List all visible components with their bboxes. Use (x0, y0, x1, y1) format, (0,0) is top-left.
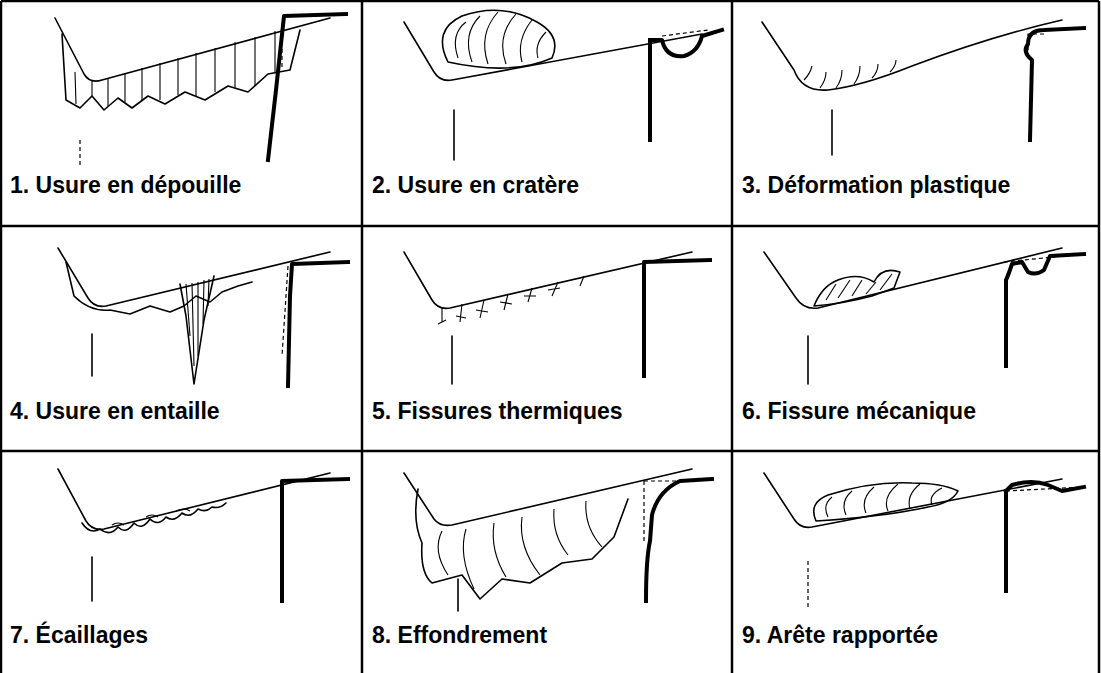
cell-label: 4. Usure en entaille (8, 398, 222, 424)
cell-label: 9. Arête rapportée (740, 622, 940, 648)
cell-label: 6. Fissure mécanique (740, 398, 978, 424)
crater-wear-figure (404, 10, 722, 160)
collapse-figure (404, 469, 712, 611)
cell-label: 7. Écaillages (8, 622, 150, 648)
flaking-figure (58, 469, 348, 601)
mechanical-crack-figure (764, 248, 1084, 384)
cell-label: 3. Déformation plastique (740, 172, 1012, 198)
notch-wear-figure (58, 248, 348, 386)
cell-label: 2. Usure en cratère (370, 172, 581, 198)
built-up-edge-figure (764, 473, 1084, 609)
cell-label: 8. Effondrement (370, 622, 549, 648)
cell-label: 5. Fissures thermiques (370, 398, 625, 424)
plastic-deformation-figure (762, 20, 1084, 155)
thermal-cracks-figure (404, 252, 710, 384)
cell-label: 1. Usure en dépouille (8, 172, 243, 198)
flank-wear-figure (55, 14, 346, 165)
